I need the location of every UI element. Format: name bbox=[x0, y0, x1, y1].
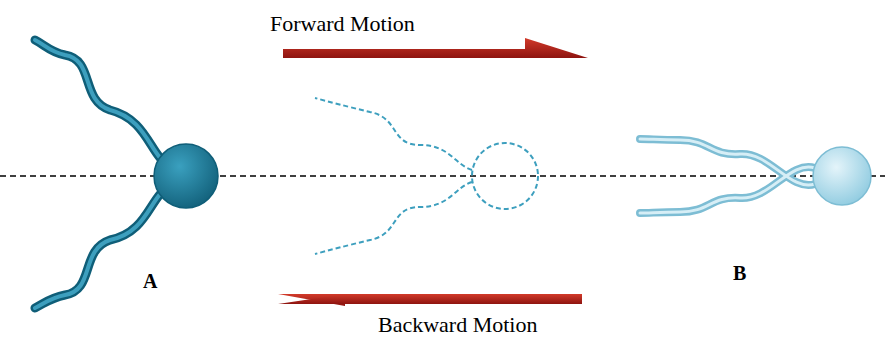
part-label: B bbox=[733, 262, 746, 284]
backward-arrow-head bbox=[278, 294, 582, 306]
swimmer-b bbox=[640, 139, 871, 213]
arrow-label: Forward Motion bbox=[270, 12, 415, 36]
axis-line bbox=[0, 175, 885, 177]
part-label: A bbox=[143, 270, 157, 292]
arrow-label: Backward Motion bbox=[378, 313, 537, 337]
swimmer-ghost bbox=[315, 98, 538, 254]
forward-arrow bbox=[283, 38, 588, 58]
swimmer-a bbox=[35, 40, 218, 308]
backward-arrow bbox=[278, 294, 582, 304]
